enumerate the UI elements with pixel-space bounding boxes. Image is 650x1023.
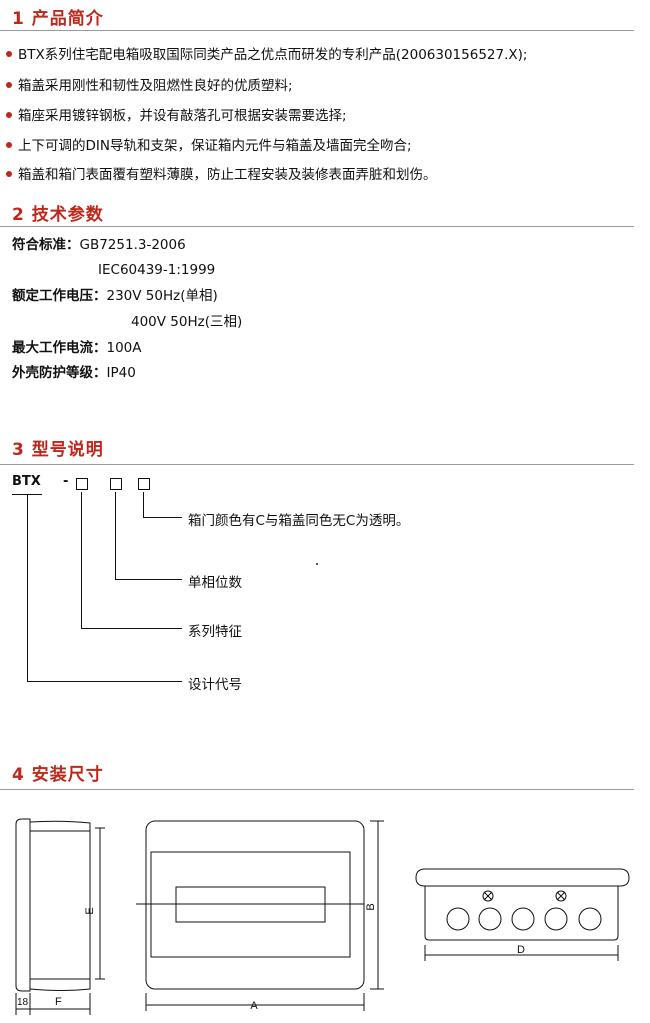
speck xyxy=(316,563,318,565)
leader-design-h xyxy=(27,681,182,682)
section-divider xyxy=(0,226,634,227)
leader-series xyxy=(81,492,82,629)
model-box-series xyxy=(76,478,88,490)
list-item: 箱盖和箱门表面覆有塑料薄膜，防止工程安装及装修表面弄脏和划伤。 xyxy=(6,166,437,184)
bullet-icon xyxy=(6,171,12,177)
leader-color-h xyxy=(143,517,182,518)
bullet-icon xyxy=(6,82,12,88)
spec-standard-2: IEC60439-1:1999 xyxy=(98,262,216,278)
spec-voltage: 额定工作电压：230V 50Hz(单相) xyxy=(12,288,218,304)
desc-color: 箱门颜色有C与箱盖同色无C为透明。 xyxy=(188,513,410,529)
list-item: 箱座采用镀锌钢板，并设有敲落孔可根据安装需要选择; xyxy=(6,107,347,125)
spec-voltage-2: 400V 50Hz(三相) xyxy=(131,314,243,330)
dim-label-d: D xyxy=(517,944,525,956)
section-title-dims: 4 安装尺寸 xyxy=(12,765,104,785)
dim-label-e: E xyxy=(84,907,96,914)
dim-label-18: 18 xyxy=(17,997,29,1008)
list-item: 上下可调的DIN导轨和支架，保证箱内元件与箱盖及墙面完全吻合; xyxy=(6,137,412,155)
bottom-view xyxy=(415,868,630,961)
dim-label-a: A xyxy=(250,1000,258,1012)
model-box-positions xyxy=(110,478,122,490)
bullet-icon xyxy=(6,142,12,148)
side-view xyxy=(15,818,105,1015)
list-item: BTX系列住宅配电箱吸取国际同类产品之优点而研发的专利产品(2006301565… xyxy=(6,46,527,64)
desc-positions: 单相位数 xyxy=(188,575,242,591)
bullet-icon xyxy=(6,51,12,57)
dimension-drawings: E 18 F B A D xyxy=(15,818,630,1015)
leader-positions-h xyxy=(115,579,182,580)
section-divider xyxy=(0,30,634,31)
spec-standard: 符合标准：GB7251.3-2006 xyxy=(12,237,186,253)
leader-positions xyxy=(115,492,116,580)
leader-design xyxy=(27,494,28,682)
dim-label-f: F xyxy=(55,996,62,1008)
section-divider xyxy=(0,464,634,465)
section-divider xyxy=(0,789,634,790)
model-prefix: BTX xyxy=(12,474,41,489)
model-box-color xyxy=(138,478,150,490)
list-item: 箱盖采用刚性和韧性及阻燃性良好的优质塑料; xyxy=(6,77,293,95)
desc-design: 设计代号 xyxy=(188,677,242,693)
section-title-model: 3 型号说明 xyxy=(12,440,104,460)
section-title-specs: 2 技术参数 xyxy=(12,205,104,225)
leader-color xyxy=(143,492,144,518)
desc-series: 系列特征 xyxy=(188,624,242,640)
spec-current: 最大工作电流：100A xyxy=(12,340,142,356)
spec-ip: 外壳防护等级：IP40 xyxy=(12,365,136,381)
leader-series-h xyxy=(81,628,182,629)
front-view xyxy=(136,820,384,1011)
section-title-intro: 1 产品简介 xyxy=(12,9,104,29)
dim-label-b: B xyxy=(365,903,377,910)
bullet-icon xyxy=(6,112,12,118)
model-dash: - xyxy=(63,474,69,489)
